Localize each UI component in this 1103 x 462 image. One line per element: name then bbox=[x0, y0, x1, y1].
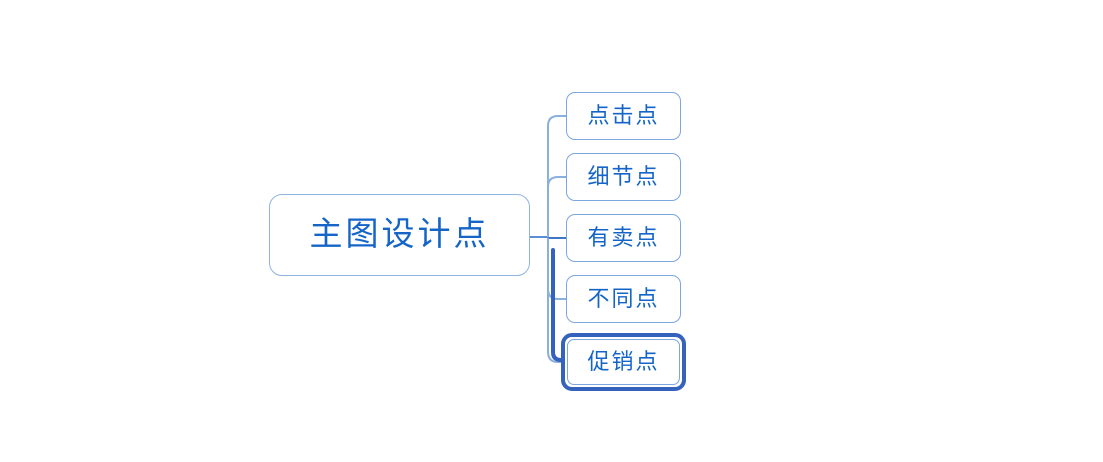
connector-branch-3 bbox=[547, 238, 566, 300]
mindmap-child-node-0[interactable]: 点击点 bbox=[566, 92, 681, 140]
mindmap-root-label: 主图设计点 bbox=[309, 216, 490, 253]
mindmap-child-label-0: 点击点 bbox=[587, 103, 660, 128]
mindmap-child-label-4: 促销点 bbox=[587, 349, 660, 374]
connector-branch-1 bbox=[547, 176, 566, 237]
mindmap-child-label-2: 有卖点 bbox=[587, 225, 660, 250]
mindmap-child-node-2[interactable]: 有卖点 bbox=[566, 214, 681, 262]
connector-branch-4 bbox=[547, 238, 568, 363]
mindmap-child-node-4[interactable]: 促销点 bbox=[567, 339, 680, 385]
mindmap-child-node-3[interactable]: 不同点 bbox=[566, 275, 681, 323]
mindmap-child-label-1: 细节点 bbox=[587, 164, 660, 189]
connector-branch-4-highlight bbox=[551, 248, 570, 362]
mindmap-root-node[interactable]: 主图设计点 bbox=[269, 194, 530, 276]
mindmap-child-label-3: 不同点 bbox=[587, 286, 660, 311]
mindmap-child-node-1[interactable]: 细节点 bbox=[566, 153, 681, 201]
connector-branch-0 bbox=[547, 115, 566, 237]
